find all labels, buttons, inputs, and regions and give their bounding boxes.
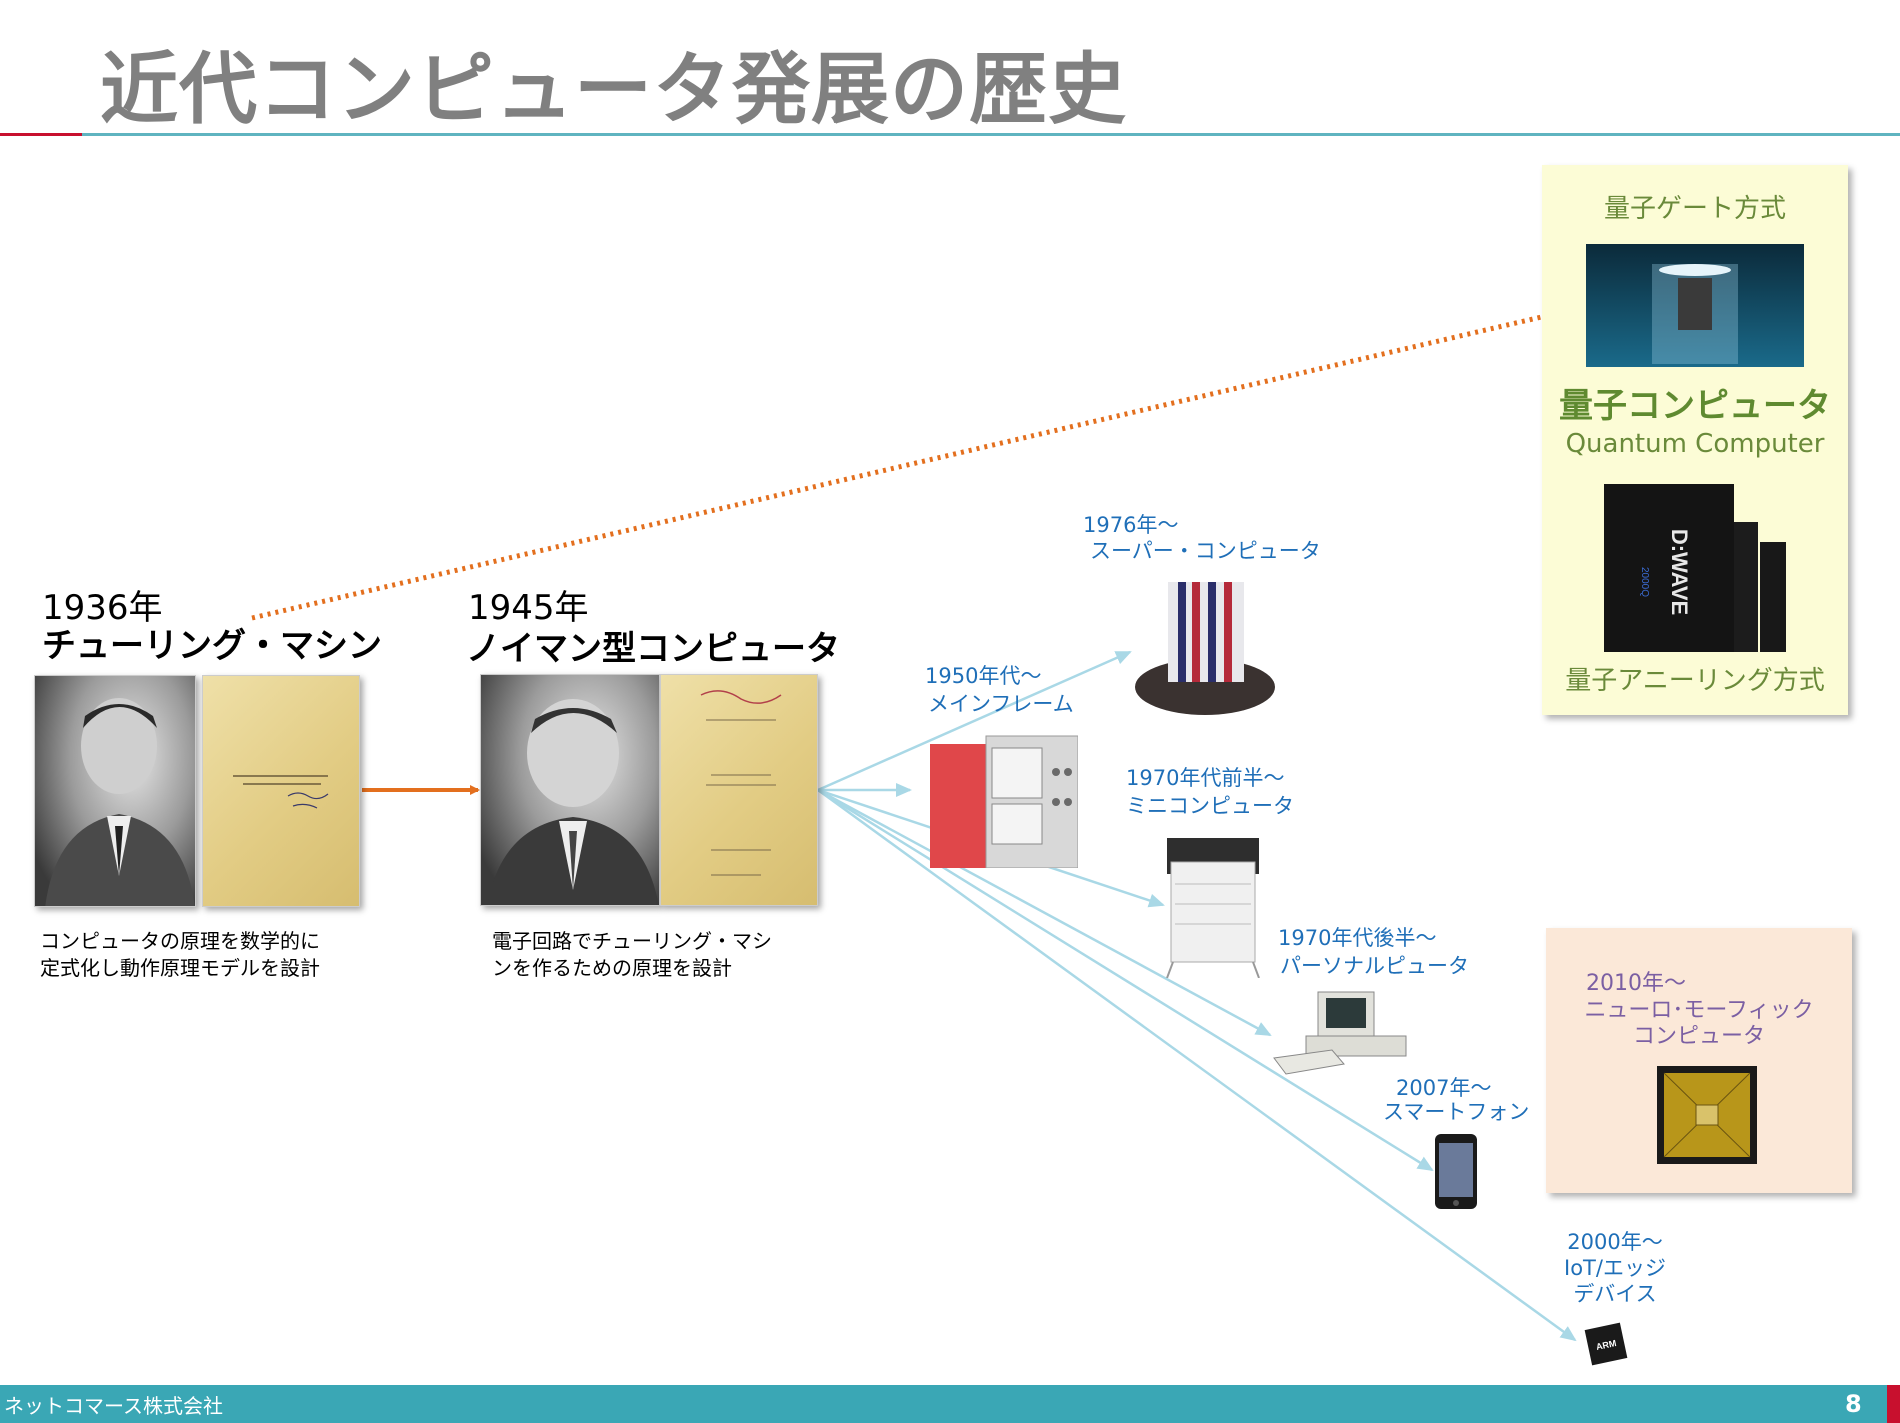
smartphone-image (1434, 1133, 1478, 1210)
turing-year: 1936年 (42, 588, 163, 628)
neumann-year: 1945年 (468, 588, 589, 628)
iot-name-line1: IoT/エッジ (1564, 1256, 1666, 1280)
minicomputer-year: 1970年代前半～ (1126, 766, 1285, 790)
quantum-gate-label: 量子ゲート方式 (1603, 194, 1786, 224)
iot-year: 2000年～ (1567, 1230, 1663, 1254)
smartphone-year: 2007年～ (1396, 1076, 1492, 1100)
dwave-image: D:WAVE 2000Q (1602, 482, 1788, 656)
neuromorphic-name-line1: ニューロ･モーフィック (1584, 998, 1814, 1023)
title-rule-accent (0, 133, 82, 136)
personal-name: パーソナルピュータ (1280, 954, 1469, 978)
arrow-to-supercomputer (817, 650, 1132, 792)
minicomputer-image (1163, 834, 1263, 978)
arrow-to-smartphone (817, 788, 1434, 1172)
svg-text:ARM: ARM (1595, 1338, 1617, 1352)
supercomputer-name: スーパー・コンピュータ (1090, 539, 1321, 563)
turing-portrait-image (34, 675, 196, 907)
quantum-title: 量子コンピュータ (1559, 386, 1831, 426)
neuromorphic-name-line2: コンピュータ (1632, 1024, 1765, 1049)
neumann-caption-line1: 電子回路でチューリング・マシ (492, 929, 772, 953)
quantum-annealing-label: 量子アニーリング方式 (1565, 666, 1825, 696)
supercomputer-image (1130, 572, 1280, 727)
neumann-portrait-image (480, 674, 660, 906)
minicomputer-name: ミニコンピュータ (1126, 794, 1294, 818)
footer-bar (0, 1385, 1900, 1423)
quantum-subtitle: Quantum Computer (1565, 429, 1825, 459)
slide-title: 近代コンピュータ発展の歴史 (100, 45, 1128, 135)
turing-paper-image (202, 675, 360, 907)
page-number: 8 (1845, 1390, 1862, 1418)
mainframe-name: メインフレーム (928, 692, 1074, 716)
svg-text:2000Q: 2000Q (1639, 567, 1650, 597)
neumann-caption-line2: ンを作るための原理を設計 (492, 956, 732, 980)
supercomputer-year: 1976年～ (1083, 513, 1179, 537)
iot-name-line2: デバイス (1573, 1282, 1657, 1306)
turing-caption-line1: コンピュータの原理を数学的に (40, 929, 320, 953)
smartphone-name: スマートフォン (1383, 1100, 1530, 1124)
arm-chip-image: ARM (1582, 1320, 1630, 1368)
mainframe-image (930, 732, 1078, 868)
personal-year: 1970年代後半～ (1278, 926, 1437, 950)
arrow-to-iot (817, 788, 1577, 1342)
arrow-to-personal (817, 788, 1272, 1037)
footer-company: ネットコマース株式会社 (4, 1394, 223, 1418)
neuromorphic-year: 2010年～ (1586, 971, 1686, 996)
arrow-turing-to-quantum (251, 304, 1582, 621)
quantum-gate-image (1586, 244, 1804, 367)
dwave-logo-text: D:WAVE (1667, 529, 1692, 615)
personal-computer-image (1272, 988, 1414, 1076)
neuromorphic-chip-image (1656, 1065, 1758, 1165)
title-rule (82, 133, 1900, 136)
turing-name: チューリング・マシン (42, 626, 382, 666)
footer-accent (1887, 1385, 1900, 1423)
neumann-paper-image (660, 674, 818, 906)
turing-caption-line2: 定式化し動作原理モデルを設計 (40, 956, 320, 980)
mainframe-year: 1950年代～ (925, 664, 1042, 688)
neumann-name: ノイマン型コンピュータ (466, 629, 840, 669)
